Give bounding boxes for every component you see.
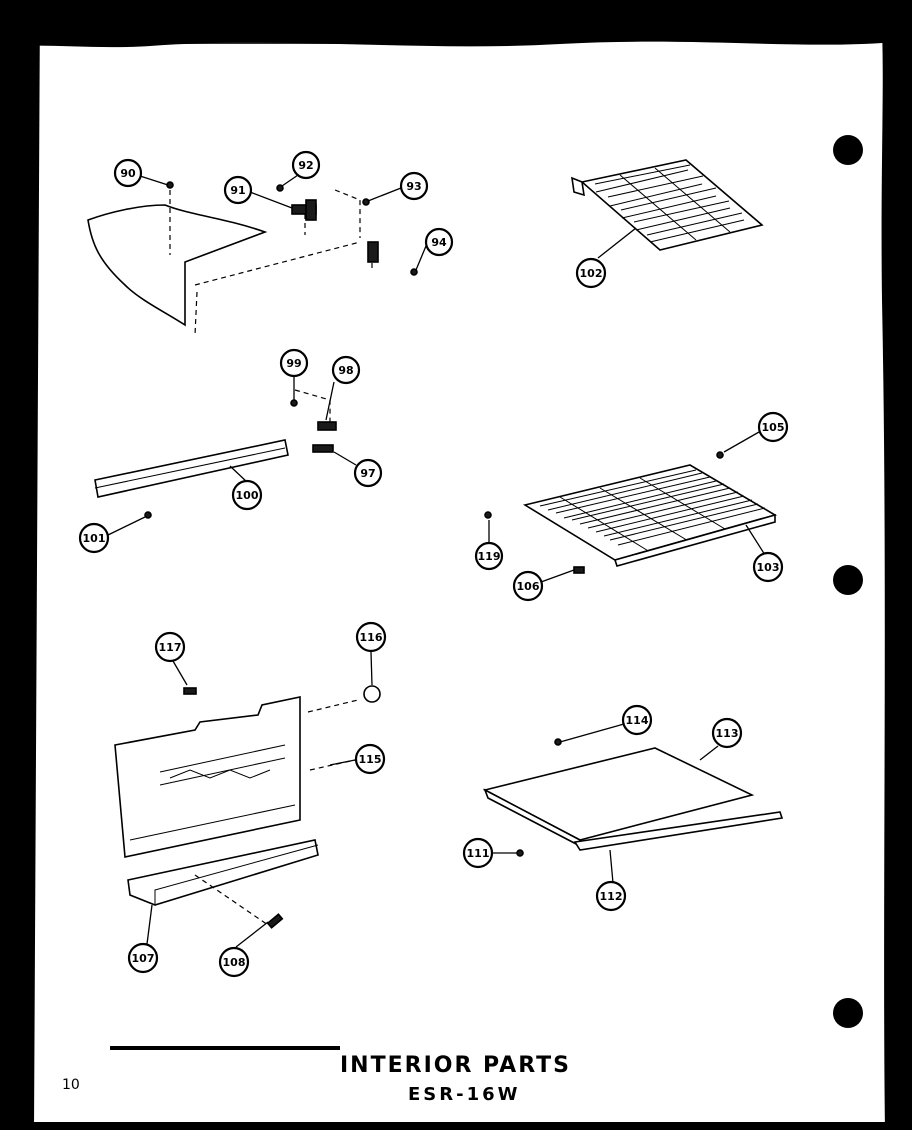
callout-115: 115 [354,743,386,775]
callout-111: 111 [462,837,494,869]
svg-text:98: 98 [338,364,353,377]
svg-text:101: 101 [83,532,106,545]
svg-text:119: 119 [478,550,501,563]
glass-shelf-113 [482,738,784,857]
svg-text:112: 112 [600,890,623,903]
svg-text:108: 108 [223,956,246,969]
callout-101: 101 [78,522,110,554]
svg-text:94: 94 [431,236,447,249]
callout-97: 97 [353,458,383,488]
wire-shelf-102 [571,159,764,251]
svg-text:106: 106 [517,580,540,593]
callout-90: 90 [113,158,143,188]
svg-text:99: 99 [286,357,301,370]
upper-bracket-assembly [87,181,418,336]
svg-text:105: 105 [762,421,785,434]
model-number: ESR-16W [408,1084,521,1105]
svg-text:117: 117 [159,641,182,654]
svg-text:107: 107 [132,952,155,965]
callout-105: 105 [757,411,789,443]
callout-93: 93 [399,171,429,201]
svg-text:92: 92 [298,159,313,172]
svg-text:97: 97 [360,467,375,480]
svg-text:90: 90 [120,167,136,180]
diagram-title: INTERIOR PARTS [340,1053,571,1078]
svg-text:103: 103 [757,561,780,574]
svg-text:116: 116 [360,631,383,644]
callout-114: 114 [621,704,653,736]
callout-113: 113 [711,717,743,749]
svg-text:111: 111 [467,847,490,860]
callout-119: 119 [474,541,504,571]
callout-102: 102 [575,257,607,289]
leader-lines [107,174,766,948]
crisper-cover-assembly-115 [114,685,381,929]
callout-108: 108 [218,946,250,978]
callout-98: 98 [331,355,361,385]
callout-91: 91 [223,175,253,205]
svg-text:91: 91 [230,184,245,197]
svg-text:102: 102 [580,267,603,280]
callout-112: 112 [595,880,627,912]
callout-106: 106 [512,570,544,602]
callout-107: 107 [127,942,159,974]
svg-text:115: 115 [359,753,382,766]
callout-99: 99 [279,348,309,378]
page-number: 10 [62,1077,80,1093]
callout-103: 103 [752,551,784,583]
svg-text:113: 113 [716,727,739,740]
callout-94: 94 [424,227,454,257]
svg-text:100: 100 [236,489,259,502]
wire-shelf-103 [484,451,778,574]
svg-text:93: 93 [406,180,421,193]
svg-text:114: 114 [626,714,649,727]
callout-117: 117 [154,631,186,663]
callout-116: 116 [355,621,387,653]
callout-92: 92 [291,150,321,180]
callout-100: 100 [231,479,263,511]
